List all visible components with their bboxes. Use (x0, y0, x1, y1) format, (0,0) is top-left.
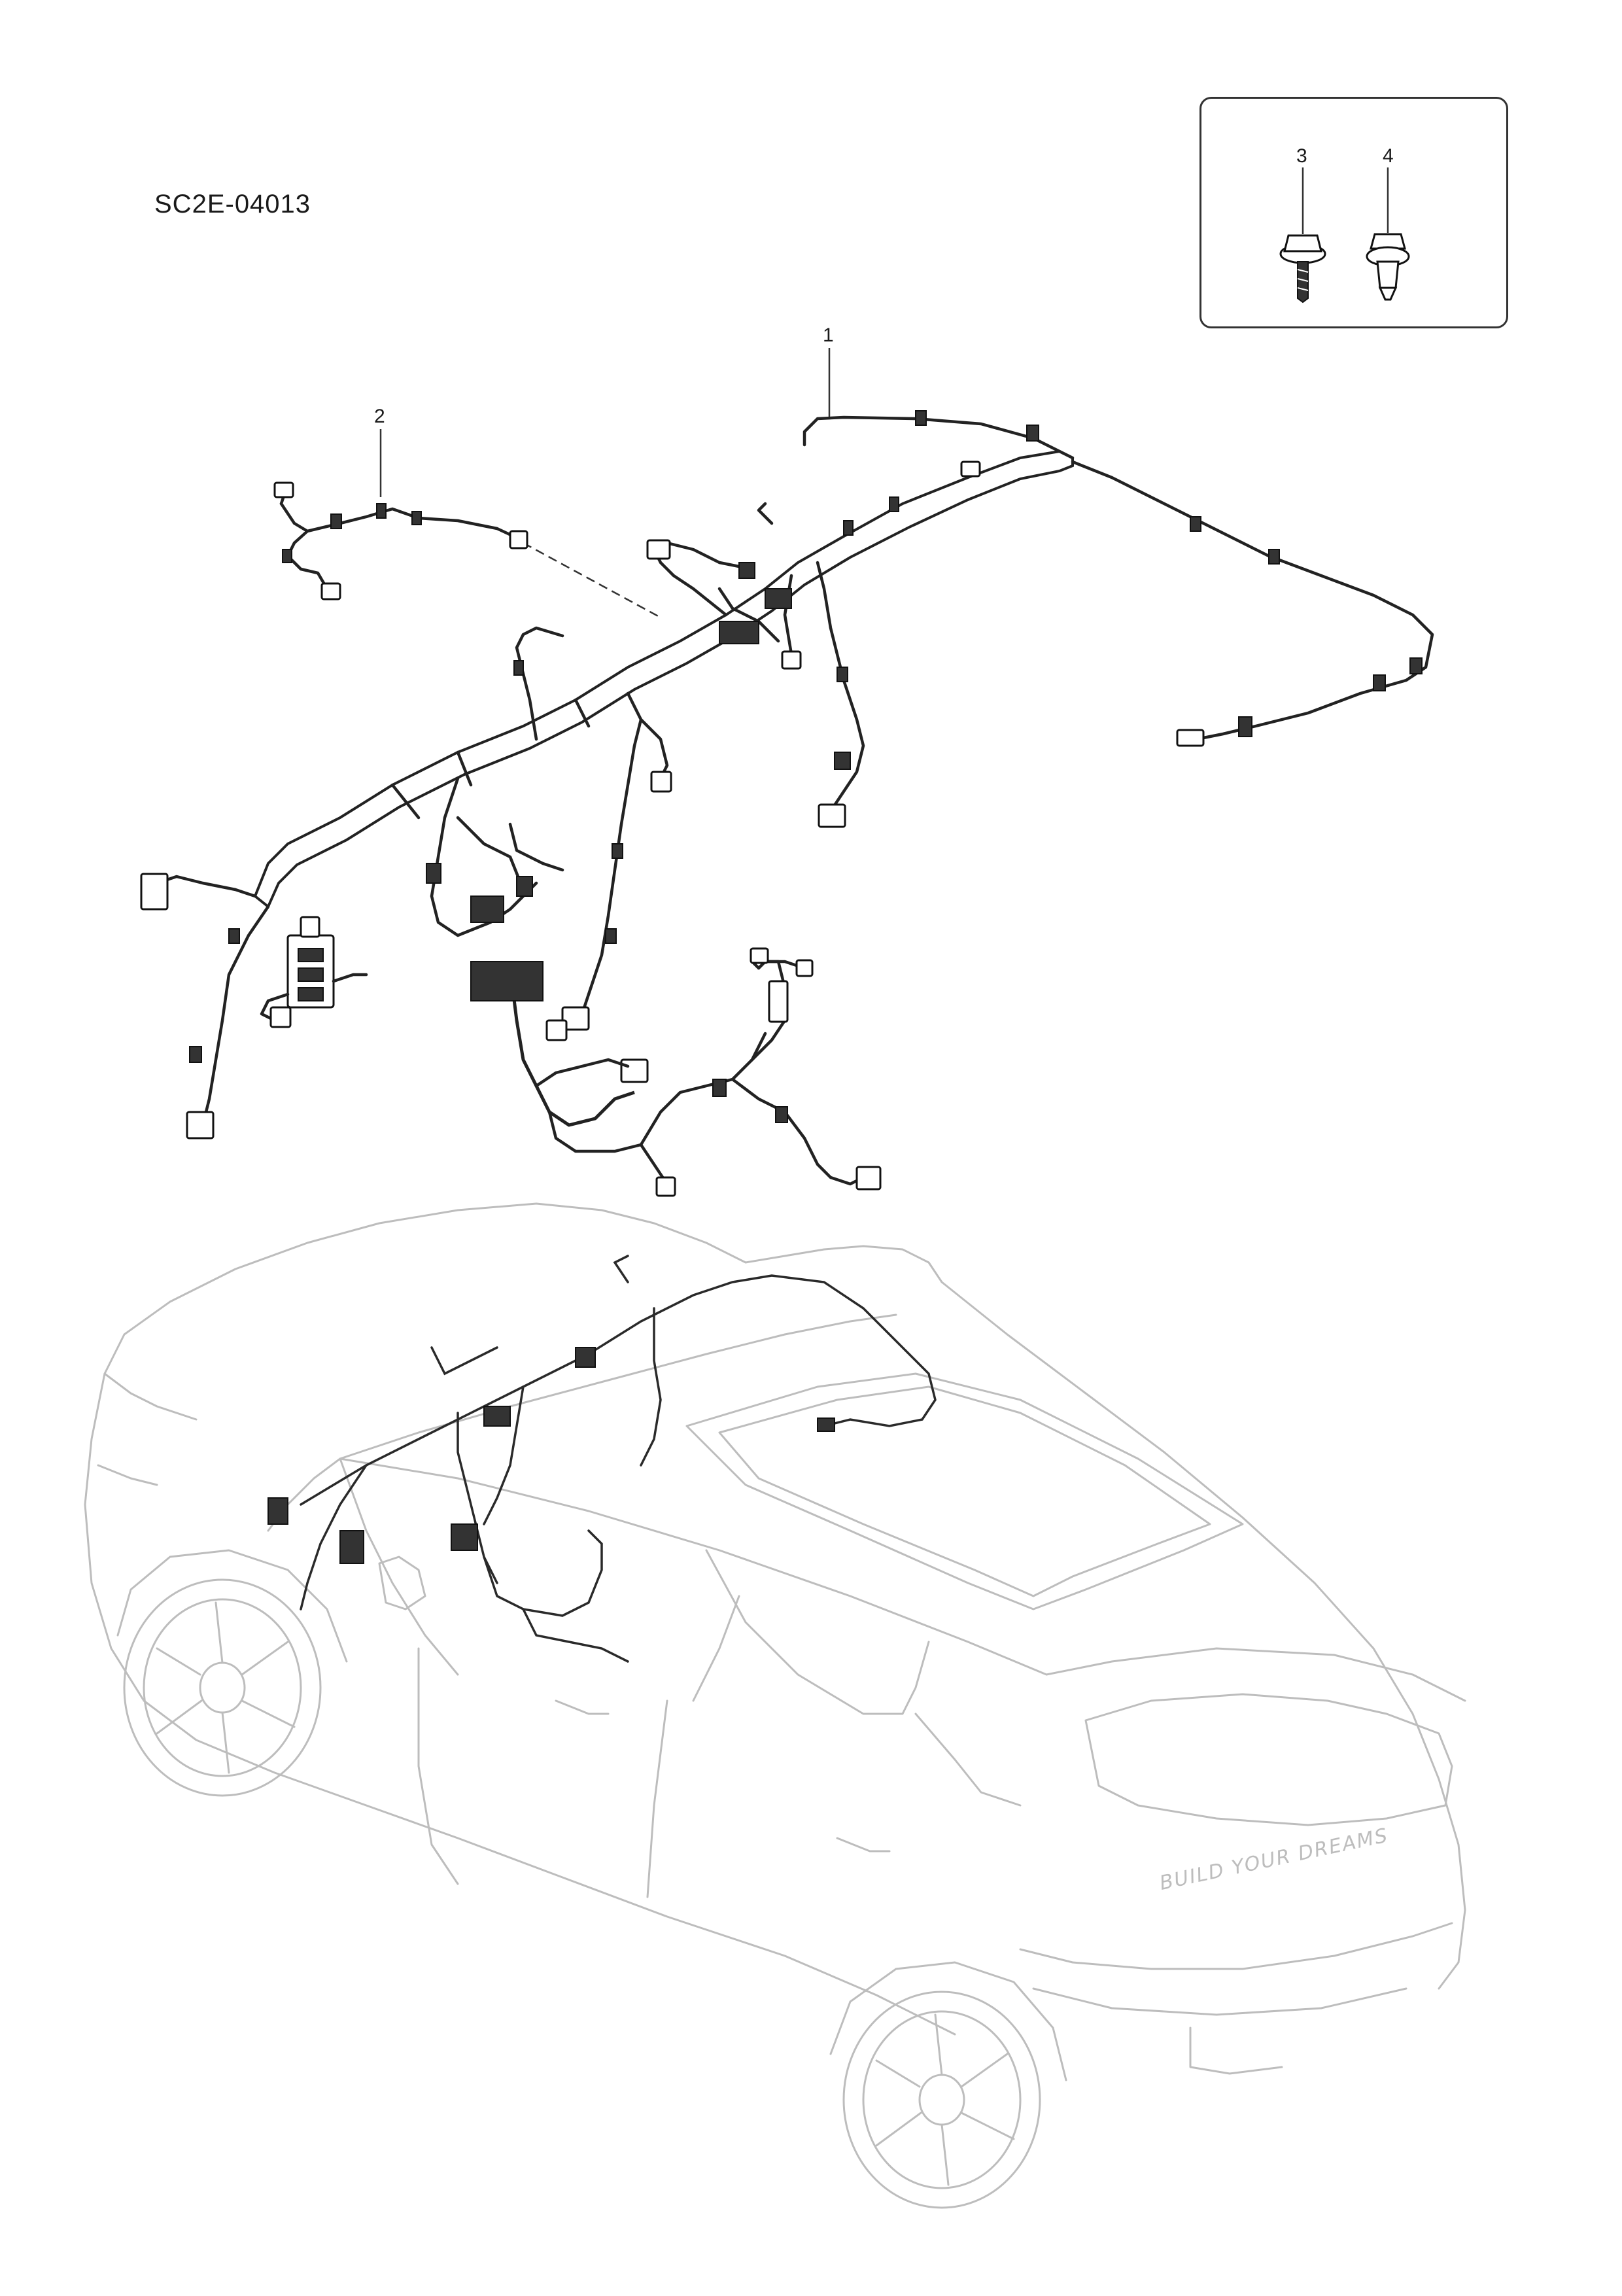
callout-3: 3 (1296, 145, 1307, 167)
harness-2 (273, 481, 528, 600)
callout-1: 1 (823, 324, 834, 346)
dashed-assembly-line (523, 542, 661, 619)
fastener-inset-box (1199, 97, 1508, 328)
vehicle-outline: BUILD YOUR DREAMS (84, 1202, 1466, 2209)
callout-4: 4 (1383, 145, 1394, 167)
harness-1 (140, 410, 1434, 1197)
bolt-part-3 (1279, 167, 1326, 304)
drawing-code: SC2E-04013 (154, 190, 311, 218)
clip-nut-part-4 (1366, 167, 1410, 301)
callout-2: 2 (374, 406, 385, 427)
tailgate-lettering: BUILD YOUR DREAMS (1158, 1824, 1390, 1894)
